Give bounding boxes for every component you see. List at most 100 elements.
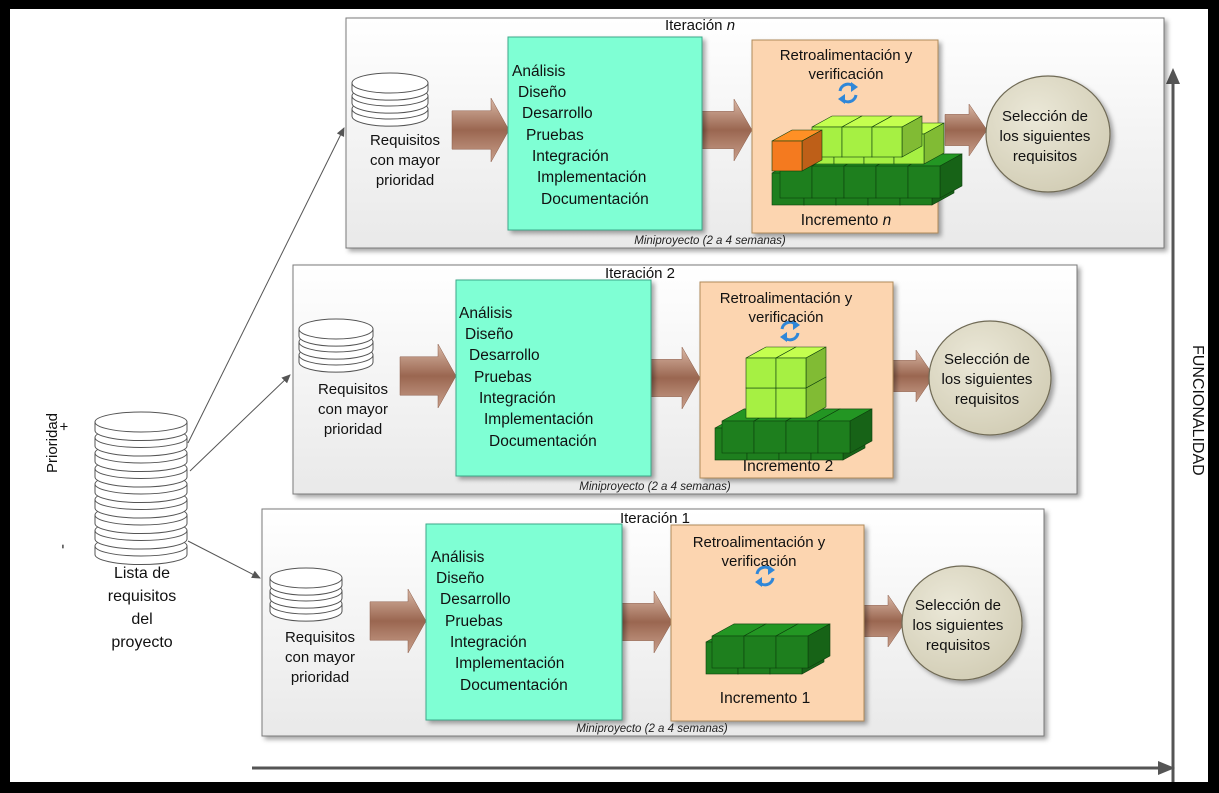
iteration-title: Iteración 1 [595,510,715,527]
feedback-label: Retroalimentación y verificación [706,289,866,327]
selection-line: requisitos [925,637,991,654]
disk-top [94,411,188,433]
cube-front [785,420,819,454]
requirements-line: Requisitos [284,629,356,646]
increment-label: Incremento 1 [690,690,840,708]
activity-item: Análisis [459,305,513,322]
feedback-line: Retroalimentación y [719,290,853,307]
feedback-line: verificación [721,553,797,570]
activity-item: Análisis [512,63,566,80]
iteration-title: Iteración n [640,17,760,34]
activity-item: Integración [450,634,527,651]
flow-arrow [369,588,427,654]
backlog-caption-line: del [131,611,153,628]
feedback-line: Retroalimentación y [692,534,826,551]
requirements-database-icon [298,318,374,373]
increment-cube [907,153,963,199]
refresh-arrowhead [780,332,787,342]
cube-front [841,126,873,158]
activities-box [425,523,623,721]
backlog-caption-line: proyecto [111,634,173,651]
refresh-arrowhead [851,82,858,92]
selection-label: Selección de los siguientes requisitos [985,107,1105,167]
activity-item: Diseño [436,570,485,587]
activity-item: Documentación [541,191,649,208]
disk-top [298,318,374,340]
miniproject-caption: Miniproyecto (2 a 4 semanas) [579,481,731,493]
feedback-box [670,524,865,722]
increment-text: Incremento 2 [742,458,834,475]
flow-arrow [621,590,673,654]
refresh-arrowhead [768,565,775,575]
selection-line: los siguientes [999,128,1091,145]
cube-front [817,420,851,454]
activity-item: Documentación [489,433,597,450]
flow-arrow [451,97,510,163]
refresh-icon [838,82,858,104]
increment-cube [871,115,923,158]
activity-item: Pruebas [474,369,532,386]
cube-front [753,420,787,454]
backlog-database-icon [94,411,188,566]
selection-circle [928,320,1052,436]
flow-arrow [701,98,753,162]
requirements-label: Requisitos con mayor prioridad [303,380,403,440]
activity-item: Análisis [431,549,485,566]
requirements-label: Requisitos con mayor prioridad [270,628,370,688]
increment-text: Incremento 1 [719,690,811,707]
iteration-title: Iteración 2 [580,265,700,282]
activity-item: Implementación [455,655,565,672]
selection-line: los siguientes [912,617,1004,634]
refresh-icon [780,320,800,342]
activity-item: Integración [479,390,556,407]
disk-top [351,72,429,94]
cube-front [907,165,941,199]
increment-label: Incremento 2 [713,458,863,476]
miniproject-caption: Miniproyecto (2 a 4 semanas) [576,723,728,735]
priority-minus-sign: - [54,544,71,549]
activity-item: Desarrollo [440,591,511,608]
requirements-database-icon [351,72,429,127]
cube-front [771,140,803,172]
requirements-line: con mayor [317,401,389,418]
activity-item: Implementación [484,411,594,428]
activity-item: Diseño [465,326,514,343]
requirements-line: prioridad [323,421,383,438]
backlog-caption-line: requisitos [107,588,177,605]
iteration-title-text: Iteración [664,17,723,34]
flow-arrow [863,594,907,648]
increment-cube [775,623,831,669]
selection-label: Selección de los siguientes requisitos [898,596,1018,656]
increment-cube [775,346,827,389]
horizontal-axis-arrowhead [1158,761,1175,775]
flow-arrow [399,343,457,409]
cube-front [811,165,845,199]
flow-arrow [649,346,701,410]
feedback-label: Retroalimentación y verificación [679,533,839,571]
connector-line [187,540,261,579]
cube-front [743,635,777,669]
flow-arrow [891,349,935,403]
iteration-title-text: Iteración 2 [604,265,676,282]
backlog-caption-line: Lista de [113,565,171,582]
selection-line: Selección de [944,351,1030,368]
cube-front [775,387,807,419]
refresh-arrowhead [755,577,762,587]
selection-line: Selección de [915,597,1001,614]
miniproject-caption: Miniproyecto (2 a 4 semanas) [634,235,786,247]
feedback-label: Retroalimentación y verificación [766,46,926,84]
requirements-label: Requisitos con mayor prioridad [355,131,455,191]
flow-arrow [944,103,988,157]
activity-item: Integración [532,148,609,165]
activity-item: Pruebas [526,127,584,144]
cube-front [775,357,807,389]
requirements-line: con mayor [369,152,441,169]
activities-box [455,279,652,477]
functionality-axis-label: FUNCIONALIDAD [1189,345,1206,476]
iteration-title-var: n [726,17,736,34]
increment-cube [771,129,823,172]
cube-front [721,420,755,454]
increment-cube [817,408,873,454]
requirements-line: prioridad [290,669,350,686]
activity-item: Desarrollo [469,347,540,364]
